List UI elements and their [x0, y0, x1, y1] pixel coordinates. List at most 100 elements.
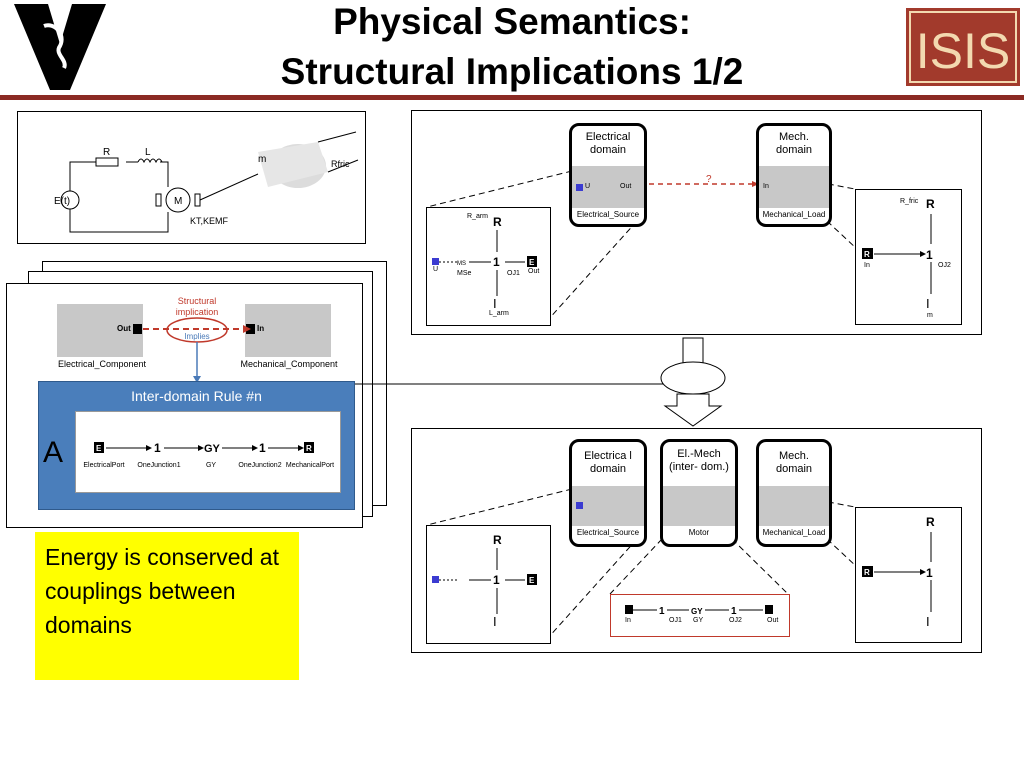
inter-domain-rule-box: Inter-domain Rule #n A E 1 GY 1 R Electr…: [38, 381, 355, 510]
svg-text:E: E: [529, 576, 535, 585]
inductor-label: L: [145, 147, 151, 158]
slide-title-line2: Structural Implications 1/2: [280, 51, 744, 92]
rule-right-port: In: [257, 324, 265, 333]
bottom-elmech-domain-label: El.-Mech (inter- dom.): [669, 448, 729, 473]
elmech-out: Out: [767, 617, 779, 624]
motor-label: M: [174, 196, 182, 207]
top-electrical-domain-label: Electrical domain: [585, 131, 631, 156]
chain-electrical-port: ElectricalPort: [83, 462, 125, 469]
circuit-panel: E(t) R L M KT,KEMF m Rfric: [17, 111, 366, 244]
isis-logo-text: ISIS: [916, 23, 1010, 79]
title-divider: [0, 95, 1024, 100]
top-domain-panel: ? Electrical domain U Out Electrical_Sou…: [411, 110, 982, 335]
top-mechanical-load: Mechanical_Load: [762, 210, 826, 219]
top-mechanical-detail: R 1 R I R_fric In OJ2 m: [855, 189, 962, 325]
svg-text:1: 1: [259, 441, 266, 455]
bottom-electrical-source: Electrical_Source: [576, 528, 640, 537]
bottom-electrical-detail: 1 R I E: [426, 525, 551, 644]
implies-label: Implies: [184, 332, 210, 341]
rule-title: Inter-domain Rule #n: [131, 388, 262, 404]
bottom-electrical-domain: Electrica l domain Electrical_Source: [569, 439, 647, 547]
chain-onejunction1: OneJunction1: [137, 462, 181, 469]
mse-label: MSe: [457, 270, 472, 277]
chain-onejunction2: OneJunction2: [238, 462, 282, 469]
svg-text:1: 1: [659, 606, 665, 617]
resistor-label: R: [103, 147, 110, 158]
slide-title-line1: Physical Semantics:: [333, 1, 691, 42]
electrical-component-label: Electrical_Component: [57, 359, 147, 369]
u-label: U: [433, 266, 439, 273]
k-label: KT,KEMF: [190, 216, 229, 226]
top-mech-domain-label: Mech. domain: [775, 131, 813, 156]
svg-text:I: I: [493, 296, 497, 311]
m-label: m: [927, 312, 933, 319]
rfric-label: Rfric: [331, 159, 350, 169]
bottom-mechanical-domain: Mech. domain Mechanical_Load: [756, 439, 832, 547]
bottom-electrical-domain-label: Electrica l domain: [584, 450, 632, 475]
elmech-in: In: [625, 617, 631, 624]
vanderbilt-logo: [14, 4, 106, 90]
svg-text:R: R: [306, 444, 312, 453]
l-arm-label: L_arm: [489, 310, 509, 317]
svg-text:I: I: [926, 614, 930, 629]
source-label: E(t): [54, 196, 70, 207]
energy-note-text: Energy is conserved at couplings between…: [45, 544, 279, 638]
energy-note: Energy is conserved at couplings between…: [35, 532, 299, 680]
chain-mechanical-port: MechanicalPort: [285, 462, 335, 469]
top-electrical-detail: 1 R I E MS R_arm U MSe OJ1 Out L_arm: [426, 207, 551, 326]
elmech-gy: GY: [693, 617, 704, 624]
bottom-elmech-chain: 1 GY 1 In OJ1 GY OJ2 Out: [610, 594, 790, 637]
svg-text:GY: GY: [204, 443, 221, 455]
out-label: Out: [528, 268, 540, 275]
elmech-oj1: OJ1: [669, 617, 682, 624]
svg-text:I: I: [493, 614, 497, 629]
svg-text:R: R: [864, 250, 870, 259]
svg-text:1: 1: [493, 573, 500, 587]
svg-text:1: 1: [926, 248, 933, 262]
top-mechanical-domain: Mech. domain In Mechanical_Load: [756, 123, 832, 227]
svg-text:GY: GY: [691, 607, 703, 616]
top-electrical-source: Electrical_Source: [576, 210, 640, 219]
svg-text:R: R: [926, 515, 935, 529]
rule-left-port: Out: [117, 324, 131, 333]
connector-arrow: [355, 337, 726, 427]
chain-gy: GY: [205, 462, 217, 469]
elmech-oj2: OJ2: [729, 617, 742, 624]
bottom-mech-domain-label: Mech. domain: [775, 450, 813, 475]
svg-text:MS: MS: [457, 261, 466, 267]
svg-text:1: 1: [926, 566, 933, 580]
top-port-u: U: [585, 183, 591, 190]
structural-label: Structural: [177, 296, 217, 306]
mech-in-label: In: [864, 262, 870, 269]
mechanical-component-box: [245, 304, 331, 357]
top-electrical-domain: Electrical domain U Out Electrical_Sourc…: [569, 123, 647, 227]
svg-text:R: R: [493, 215, 502, 229]
oj1-label: OJ1: [507, 270, 520, 277]
svg-text:I: I: [926, 296, 930, 311]
svg-text:E: E: [96, 444, 102, 453]
port-u-square: [576, 184, 583, 191]
isis-logo: ISIS: [906, 8, 1020, 86]
svg-text:1: 1: [154, 441, 161, 455]
implication-label: implication: [175, 307, 219, 317]
bottom-mechanical-detail: R 1 R I: [855, 507, 962, 643]
question-mark: ?: [706, 174, 712, 185]
oj2-label: OJ2: [938, 262, 951, 269]
rule-letter: A: [43, 436, 64, 469]
bottom-motor: Motor: [688, 528, 710, 537]
svg-text:1: 1: [493, 255, 500, 269]
r-fric-label: R_fric: [900, 198, 919, 205]
bottom-mechanical-load: Mechanical_Load: [762, 528, 826, 537]
mass-label: m: [258, 154, 266, 165]
r-arm-label: R_arm: [467, 213, 489, 220]
bottom-elmech-domain: El.-Mech (inter- dom.) Motor: [660, 439, 738, 547]
svg-text:E: E: [529, 258, 535, 267]
svg-text:R: R: [864, 568, 870, 577]
bottom-domain-panel: Electrica l domain Electrical_Source El.…: [411, 428, 982, 653]
top-port-out: Out: [620, 183, 632, 190]
svg-text:1: 1: [731, 606, 737, 617]
rule-chain-box: E 1 GY 1 R ElectricalPort OneJunction1 G…: [75, 411, 341, 493]
svg-text:R: R: [926, 197, 935, 211]
svg-text:R: R: [493, 533, 502, 547]
rule-card-front: Out In Structural implication Implies El…: [6, 283, 363, 528]
